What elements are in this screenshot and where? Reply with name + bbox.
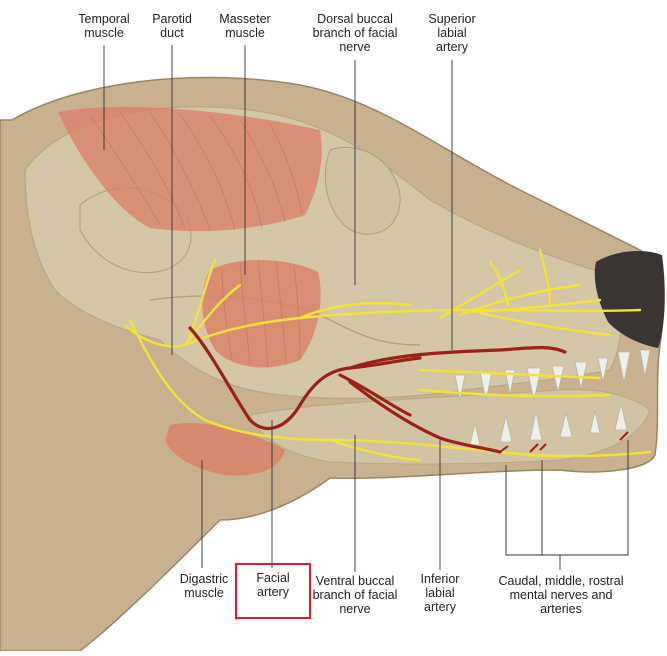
label-inferior-labial-artery: Inferior labial artery: [414, 572, 466, 614]
label-ventral-buccal-branch: Ventral buccal branch of facial nerve: [309, 574, 401, 616]
label-digastric-muscle: Digastric muscle: [174, 572, 234, 600]
label-superior-labial-artery: Superior labial artery: [420, 12, 484, 54]
label-masseter-muscle: Masseter muscle: [214, 12, 276, 40]
label-parotid-duct: Parotid duct: [148, 12, 196, 40]
label-temporal-muscle: Temporal muscle: [68, 12, 140, 40]
label-dorsal-buccal-branch: Dorsal buccal branch of facial nerve: [306, 12, 404, 54]
masseter-muscle-shape: [202, 260, 320, 367]
label-mental-nerves-arteries: Caudal, middle, rostral mental nerves an…: [494, 574, 628, 616]
facial-artery-highlight-box: [235, 563, 311, 619]
